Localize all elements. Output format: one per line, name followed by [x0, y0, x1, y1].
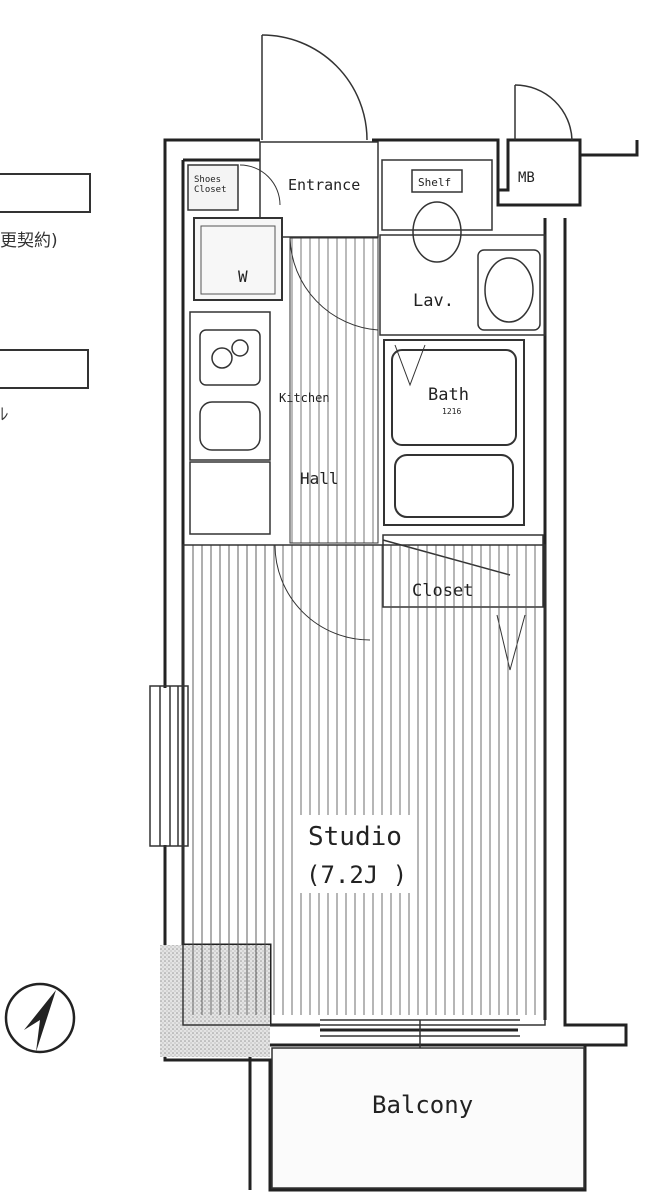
hall-floor [290, 238, 378, 543]
label-studio-size: (7.2J ) [306, 861, 407, 889]
label-bath-sub: 1216 [442, 407, 461, 416]
label-hall: Hall [300, 469, 339, 488]
side-note-contract: 更契約) [0, 231, 58, 251]
label-lav: Lav. [413, 291, 454, 311]
kitchen-counter [189, 311, 271, 535]
side-note-small: ﾚ [0, 405, 9, 425]
label-bath: Bath [428, 385, 469, 405]
entrance-door [261, 34, 573, 141]
hall-door-arc [289, 237, 379, 331]
north-arrow-icon [4, 982, 76, 1054]
side-box-middle [0, 349, 89, 389]
side-box-top [0, 173, 91, 213]
studio-door-arc [274, 544, 371, 641]
balcony [271, 1047, 585, 1189]
label-studio: Studio [308, 822, 402, 852]
studio-room [182, 544, 546, 1026]
balcony-window [320, 1019, 520, 1050]
closet-door-arc [239, 164, 281, 206]
lavatory [379, 234, 546, 336]
toilet-room [381, 159, 493, 263]
bathroom [383, 339, 525, 526]
label-shelf: Shelf [418, 176, 451, 189]
bath-door-arc [394, 344, 426, 387]
label-washer: W [238, 267, 248, 286]
label-entrance: Entrance [288, 176, 360, 194]
label-mb: MB [518, 170, 535, 186]
shoe-closet [187, 164, 239, 211]
label-closet: Closet [412, 581, 473, 601]
label-kitchen: Kitchen [279, 391, 330, 405]
washing-machine [193, 217, 283, 301]
label-balcony: Balcony [372, 1091, 473, 1119]
entrance-area [259, 141, 379, 238]
